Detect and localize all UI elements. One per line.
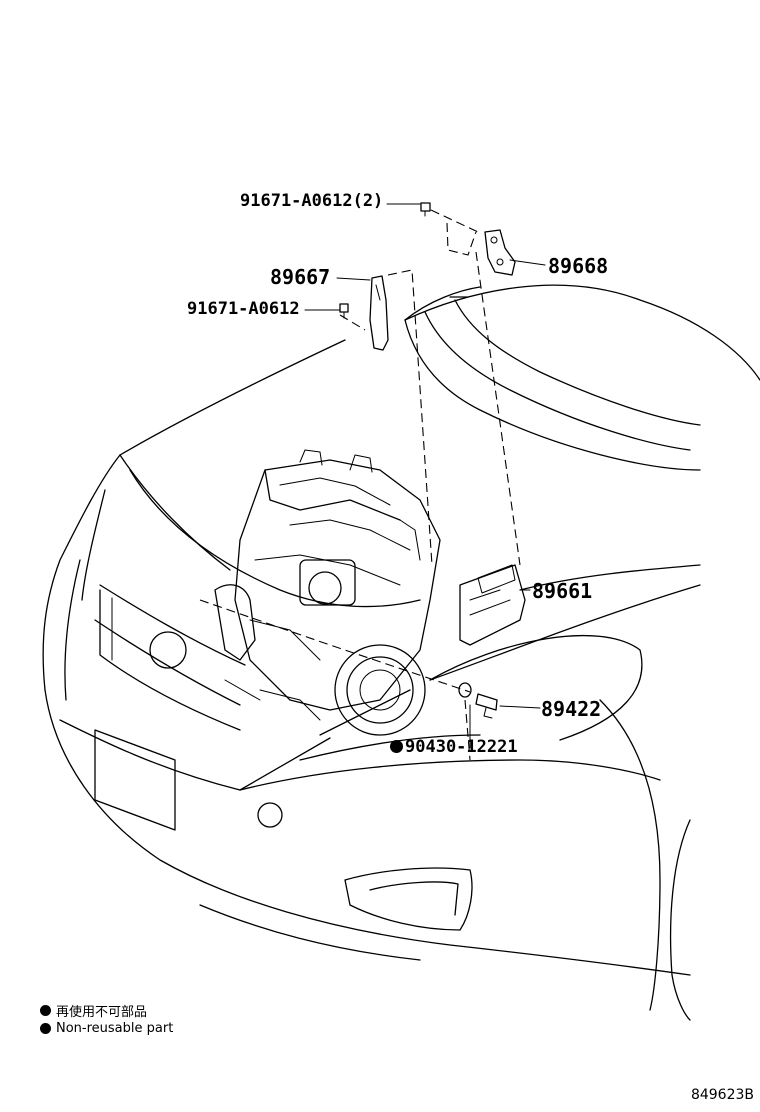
- callout-gasket: 90430-12221: [390, 737, 518, 757]
- legend-jp: 再使用不可部品: [40, 1001, 147, 1020]
- callout-ecu: 89661: [532, 579, 593, 603]
- legend-dot-icon: [40, 1023, 51, 1034]
- callout-bracket-rear: 89668: [548, 254, 609, 278]
- bracket-rear-part: [484, 229, 516, 276]
- bolt-pair-part: [420, 202, 431, 217]
- sensor-part: [475, 693, 498, 719]
- hood: [404, 284, 760, 471]
- bracket-front-part: [369, 275, 389, 351]
- callout-bolt-pair: 91671-A0612(2): [240, 191, 384, 211]
- car-body: [42, 339, 701, 1021]
- callout-bolt-single: 91671-A0612: [187, 299, 300, 319]
- leader-lines: [304, 203, 546, 749]
- legend-en-text: Non-reusable part: [56, 1021, 174, 1036]
- legend-en: Non-reusable part: [40, 1021, 173, 1036]
- legend-jp-text: 再使用不可部品: [56, 1005, 148, 1020]
- callout-bracket-front: 89667: [270, 265, 331, 289]
- diagram-id: 849623B: [690, 1087, 754, 1103]
- legend-dot-icon: [40, 1005, 51, 1016]
- engine: [214, 449, 441, 736]
- assembly-lines: [199, 209, 521, 761]
- callout-gasket-number: 90430-12221: [405, 737, 518, 757]
- ecu-part: [459, 564, 526, 646]
- gasket-part: [458, 682, 472, 698]
- non-reusable-marker-icon: [390, 740, 403, 753]
- callout-sensor: 89422: [541, 697, 602, 721]
